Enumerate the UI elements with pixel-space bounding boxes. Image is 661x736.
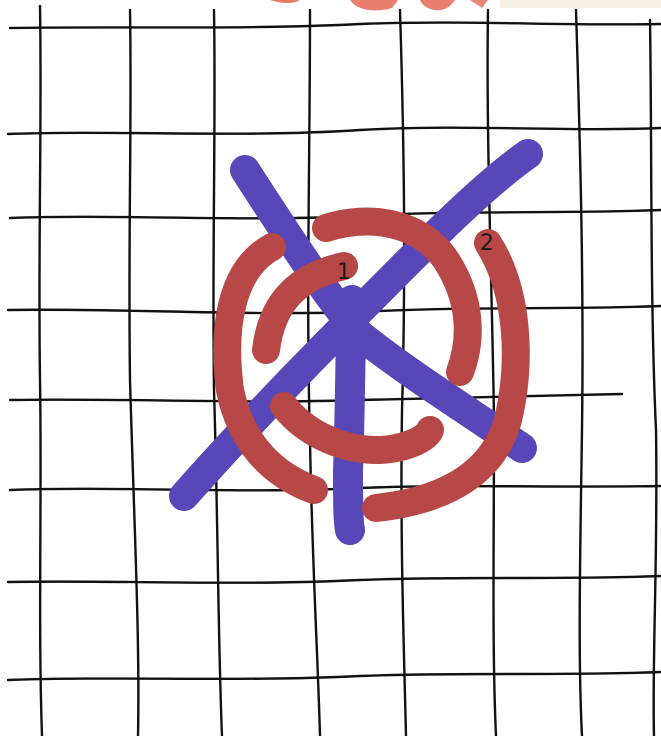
outer-ring-label: 2: [480, 231, 494, 256]
grid-horizontal-line: [8, 672, 661, 680]
grid-vertical-line: [576, 10, 583, 736]
grid-horizontal-line: [10, 394, 622, 401]
top-edge-smudge: [270, 0, 661, 10]
inner-ring-label: 1: [337, 260, 351, 285]
grid-horizontal-line: [8, 576, 661, 583]
grid-horizontal-line: [8, 128, 661, 134]
blue-vertical-stroke: [348, 300, 352, 530]
grid-horizontal-line: [10, 23, 661, 28]
red-ring-marks: [227, 222, 516, 508]
grid-vertical-line: [39, 6, 42, 736]
grid-vertical-line: [488, 10, 496, 736]
grid-vertical-line: [129, 10, 138, 736]
hand-drawn-grid: [8, 6, 661, 736]
